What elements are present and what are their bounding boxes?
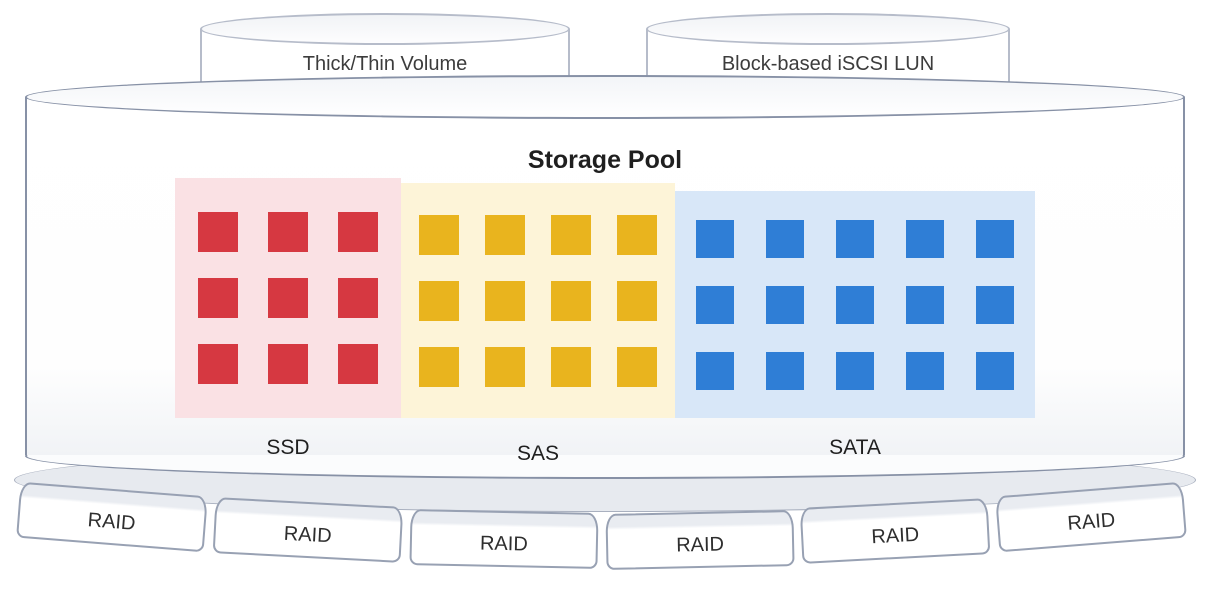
sas-disk-square [617,280,657,321]
sata-disk-square [766,351,804,390]
raid-segment: RAID [409,509,599,569]
ssd-disk-square [338,344,378,384]
raid-label: RAID [479,532,529,555]
disk-group-label-sas: SAS [516,442,560,465]
sas-disk-square [485,214,525,255]
sata-disk-square [766,219,804,258]
sata-disk-square [976,285,1014,324]
sas-disk-square [551,280,591,321]
sas-disk-square [617,346,657,387]
disk-group-label-sata: SATA [829,436,881,459]
cylinder-top-face [646,13,1010,45]
raid-segment: RAID [799,498,991,564]
sata-disk-square [906,219,944,258]
sas-disk-square [551,346,591,387]
sata-disk-square [696,285,734,324]
sata-disk-square [836,285,874,324]
pool-title: Storage Pool [527,146,683,174]
raid-label: RAID [86,508,137,535]
disk-group-panel-ssd [175,178,401,418]
sata-disk-square [836,351,874,390]
disk-group-panel-sas [401,183,675,418]
sata-disk-square [696,351,734,390]
pool-cylinder-top-face [25,75,1185,119]
ssd-disk-square [198,278,238,318]
ssd-disk-square [338,278,378,318]
sata-disk-square [906,285,944,324]
raid-label: RAID [870,523,920,548]
volume-label: Thick/Thin Volume [302,53,468,75]
sata-disk-square [976,219,1014,258]
sas-disk-square [551,214,591,255]
ssd-disk-square [268,344,308,384]
sata-disk-square [976,351,1014,390]
sas-disk-square [419,214,459,255]
ssd-disk-square [268,278,308,318]
sata-disk-grid [696,219,1014,390]
sas-disk-square [419,346,459,387]
ssd-disk-square [268,212,308,252]
sata-disk-square [906,351,944,390]
sas-disk-square [485,280,525,321]
ssd-disk-square [198,344,238,384]
volume-label: Block-based iSCSI LUN [721,53,935,75]
cylinder-top-face [200,13,570,45]
ssd-disk-grid [198,212,378,384]
ssd-disk-square [198,212,238,252]
raid-label: RAID [1066,508,1117,535]
disk-group-panel-sata [675,191,1035,418]
ssd-disk-square [338,212,378,252]
raid-segment: RAID [605,510,795,570]
sata-disk-square [766,285,804,324]
sata-disk-square [836,219,874,258]
sas-disk-square [485,346,525,387]
raid-label: RAID [283,522,333,547]
sata-disk-square [696,219,734,258]
sas-disk-square [617,214,657,255]
raid-label: RAID [675,533,725,556]
raid-segment: RAID [212,497,404,563]
sas-disk-square [419,280,459,321]
disk-group-label-ssd: SSD [266,436,310,459]
sas-disk-grid [419,214,657,387]
